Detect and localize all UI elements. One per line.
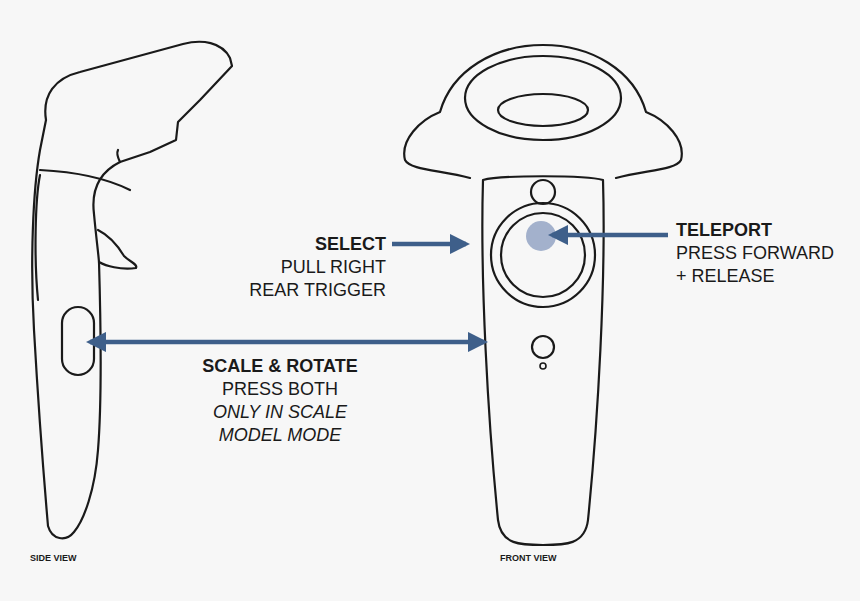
menu-button bbox=[531, 180, 555, 204]
status-light bbox=[540, 363, 546, 369]
callout-heading: SELECT bbox=[236, 233, 386, 256]
side-view-body bbox=[32, 42, 232, 538]
front-view-body bbox=[482, 176, 603, 545]
side-view-grip-strip bbox=[36, 175, 40, 300]
trackpad bbox=[501, 213, 585, 297]
side-view-grip-button bbox=[62, 307, 94, 375]
front-view-ring bbox=[465, 56, 621, 140]
select-arrow bbox=[392, 242, 466, 247]
callout-heading: SCALE & ROTATE bbox=[170, 355, 390, 378]
front-view-ring-inner bbox=[498, 94, 588, 126]
callout-note: ONLY IN SCALE MODEL MODE bbox=[195, 401, 365, 447]
callout-note: PRESS BOTH bbox=[170, 378, 390, 401]
side-view-trigger bbox=[98, 230, 136, 269]
view-caption: SIDE VIEW bbox=[30, 552, 150, 564]
callout-heading: TELEPORT bbox=[676, 219, 846, 242]
side-view-head-line bbox=[40, 170, 130, 190]
trackpad-rim bbox=[491, 203, 595, 307]
view-caption: FRONT VIEW bbox=[500, 552, 620, 564]
teleport-arrow bbox=[552, 233, 668, 238]
side-view-head-notch bbox=[117, 150, 120, 162]
scale-arrow bbox=[90, 340, 484, 345]
teleport-spot bbox=[526, 221, 556, 251]
front-view-head bbox=[404, 45, 682, 178]
system-button bbox=[532, 336, 554, 358]
callout-note: PULL RIGHT REAR TRIGGER bbox=[236, 256, 386, 302]
callout-note: PRESS FORWARD + RELEASE bbox=[676, 242, 844, 288]
